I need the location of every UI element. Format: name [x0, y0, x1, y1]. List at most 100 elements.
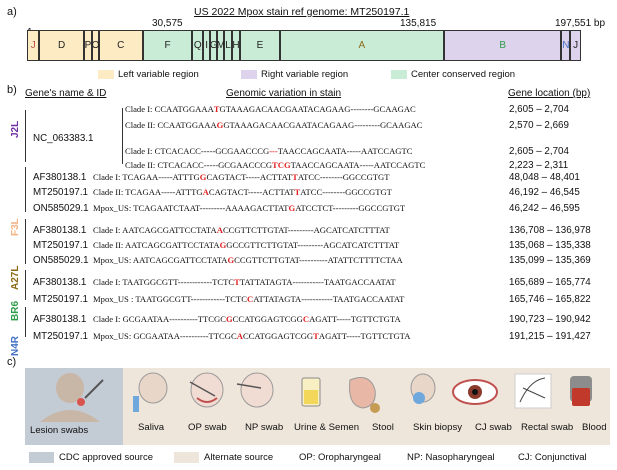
genome-segment-d: D	[39, 30, 84, 61]
conjunctival-swab-icon	[452, 379, 498, 405]
gene-location: 48,048 – 48,401	[509, 172, 580, 183]
sequence-row: Mpox_US: TCAGAATCTAAT---------AAAAGACTTA…	[93, 203, 406, 213]
urine-semen-icon	[301, 377, 321, 407]
legend-cj: CJ: Conjunctival	[518, 452, 587, 463]
gene-location: 2,570 – 2,669	[509, 120, 569, 131]
gene-location: 190,723 – 190,942	[509, 314, 591, 325]
legend-left-variable: Left variable region	[118, 69, 199, 80]
bracket-j2l	[25, 110, 26, 162]
genome-segment-j: J	[27, 30, 40, 61]
saliva-icon	[133, 372, 168, 412]
source-saliva: Saliva	[138, 422, 165, 433]
source-rectal-swab: Rectal swab	[521, 422, 574, 433]
sequence-row: Clade II: TCAGAA-----ATTTGACAGTACT-----A…	[93, 187, 392, 197]
rectal-swab-icon	[514, 373, 552, 409]
panel-b-label: b)	[7, 84, 17, 96]
accession-mt250197: MT250197.1	[33, 187, 89, 198]
sequence-row: Clade I: GCGAATAA----------TTCGCGCCATGGA…	[93, 314, 401, 324]
accession-on585029: ON585029.1	[33, 255, 89, 266]
sequence-row: Clade I: AATCAGCGATTCCTATAACCGTTCTTGTAT-…	[93, 225, 390, 235]
genome-segment-q: Q	[192, 30, 204, 61]
genome-segment-e: E	[240, 30, 280, 61]
genome-segment-j: J	[570, 30, 581, 61]
source-np-swab: NP swab	[245, 422, 284, 433]
gene-n4r: N4R	[10, 335, 21, 356]
bracket-a27l	[25, 219, 26, 264]
sequence-row: Clade II: CCAATGGAAAGGTAAAGACAACGAATACAG…	[125, 120, 423, 130]
legend-alt: Alternate source	[204, 452, 274, 463]
stool-icon	[349, 377, 380, 413]
bracket-f3l	[25, 167, 26, 212]
accession-mt250197: MT250197.1	[33, 294, 89, 305]
genome-segment-i: I	[203, 30, 211, 61]
gene-br6: BR6	[10, 300, 21, 321]
source-stool: Stool	[372, 422, 394, 433]
sequence-row: Clade I: TAATGGCGTT------------TCTCTTATT…	[93, 277, 396, 287]
gene-a27l: A27L	[10, 265, 21, 290]
legend-swatch-center	[391, 70, 407, 79]
gene-location: 2,223 – 2,311	[509, 160, 569, 171]
accession-mt250197: MT250197.1	[33, 240, 89, 251]
gene-location: 2,605 – 2,704	[509, 146, 569, 157]
source-cj-swab: CJ swab	[475, 422, 512, 433]
source-urine-semen: Urine & Semen	[294, 422, 360, 433]
bracket-nc-clades	[122, 108, 123, 164]
legend-op: OP: Oropharyngeal	[299, 452, 381, 463]
gene-location: 2,605 – 2,704	[509, 104, 569, 115]
legend-swatch-left	[98, 70, 114, 79]
legend-right-variable: Right variable region	[261, 69, 349, 80]
sources-illustrations	[40, 372, 592, 422]
op-swab-icon	[189, 372, 224, 408]
gene-location: 46,192 – 46,545	[509, 187, 580, 198]
sequence-row: Clade I: CCAATGGAAATGTAAAGACAACGAATACAGA…	[125, 104, 416, 114]
legend-cdc-swatch	[29, 452, 54, 463]
genome-segment-l: L	[224, 30, 232, 61]
genome-segment-h: H	[231, 30, 241, 61]
coord-135815: 135,815	[400, 18, 437, 29]
accession-af380138: AF380138.1	[33, 277, 87, 288]
genome-segment-o: O	[92, 30, 99, 61]
gene-j2l: J2L	[10, 120, 21, 138]
genome-title: US 2022 Mpox stain ref genome: MT250197.…	[194, 6, 410, 18]
sequence-row: Mpox_US : TAATGGCGTT------------TCTCCATT…	[93, 294, 405, 304]
genome-segment-a: A	[279, 30, 445, 61]
lesion-swab-icon	[40, 373, 104, 422]
coord-30575: 30,575	[152, 18, 183, 29]
gene-location: 191,215 – 191,427	[509, 331, 591, 342]
genome-segment-n: N	[561, 30, 571, 61]
gene-location: 135,099 – 135,369	[509, 255, 591, 266]
source-op-swab: OP swab	[188, 422, 227, 433]
coord-end: 197,551 bp	[555, 18, 606, 29]
panel-a-label: a)	[7, 6, 17, 18]
sequence-row: Clade I: TCAGAA-----ATTTGGCAGTACT-----AC…	[93, 172, 390, 182]
gene-location: 165,689 – 165,774	[509, 277, 591, 288]
genome-segment-f: F	[142, 30, 193, 61]
accession-on585029: ON585029.1	[33, 203, 89, 214]
genome-segment-m: M	[217, 30, 225, 61]
accession-mt250197: MT250197.1	[33, 331, 89, 342]
accession-af380138: AF380138.1	[33, 225, 87, 236]
gene-location: 165,746 – 165,822	[509, 294, 591, 305]
panel-c-label: c)	[7, 356, 17, 368]
legend-np: NP: Nasopharyngeal	[407, 452, 495, 463]
accession-af380138: AF380138.1	[33, 314, 87, 325]
genome-segment-b: B	[444, 30, 562, 61]
legend-center-conserved: Center conserved region	[411, 69, 516, 80]
blood-icon	[570, 376, 592, 406]
source-blood: Blood	[582, 422, 607, 433]
gene-location: 135,068 – 135,338	[509, 240, 591, 251]
gene-f3l: F3L	[10, 218, 21, 236]
skin-biopsy-icon	[410, 373, 436, 404]
legend-swatch-right	[241, 70, 257, 79]
legend-cdc: CDC approved source	[59, 452, 153, 463]
genome-segment-c: C	[99, 30, 143, 61]
source-skin-biopsy: Skin biopsy	[413, 422, 463, 433]
sequence-row: Mpox_US: GCGAATAA----------TTCGCACCATGGA…	[93, 331, 411, 341]
source-lesion-swabs: Lesion swabs	[30, 425, 89, 436]
bracket-n4r	[25, 307, 26, 337]
genome-segment-p: P	[83, 30, 92, 61]
bracket-br6	[25, 270, 26, 300]
gene-location: 46,242 – 46,595	[509, 203, 580, 214]
sequence-row: Clade I: CTCACACC-----GCGAACCCG---TAACCA…	[125, 146, 413, 156]
sequence-row: Mpox_US: AATCAGCGATTCCTATAGCCGTTCTTGTAT-…	[93, 255, 403, 265]
